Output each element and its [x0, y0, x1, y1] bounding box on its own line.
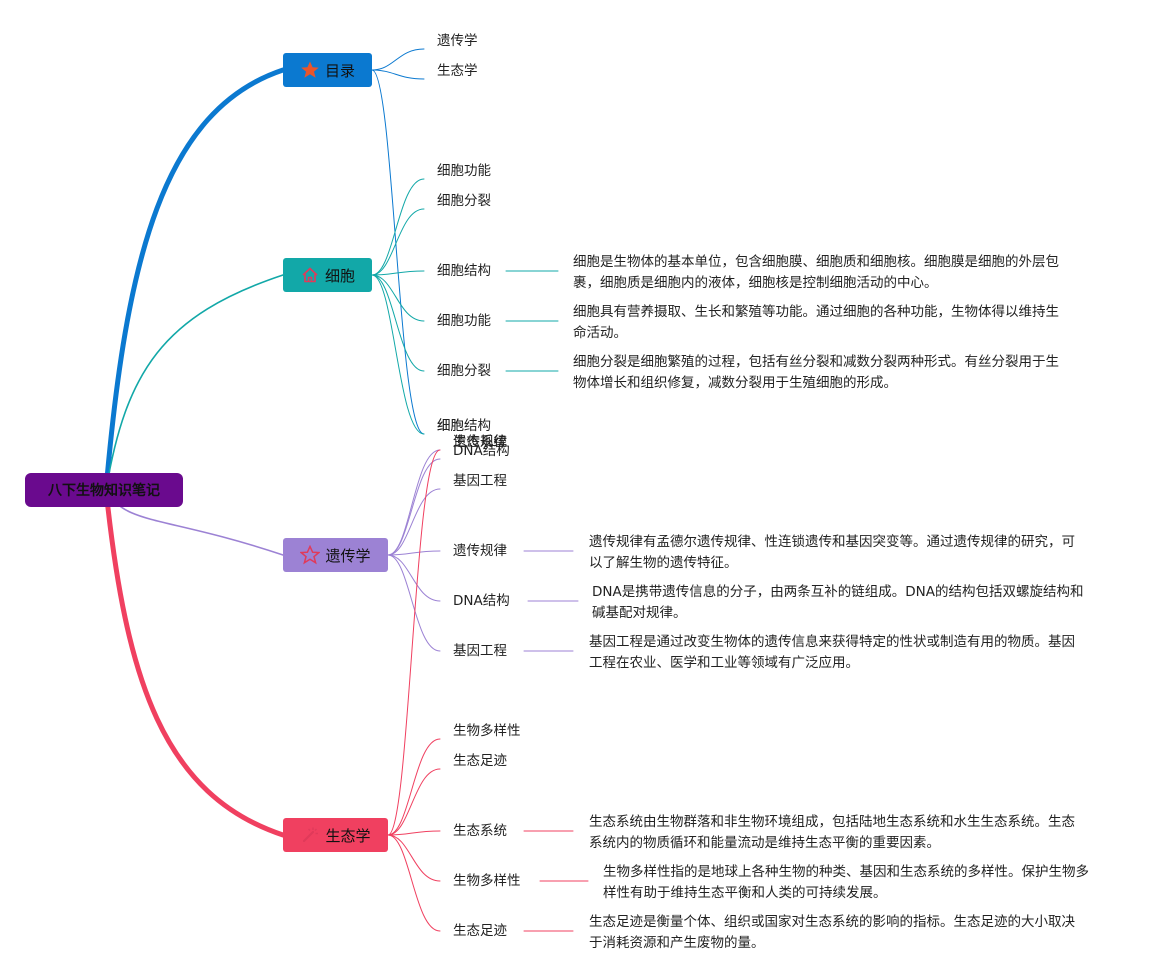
subtopic-item[interactable]: 生态足迹: [453, 753, 507, 769]
connector-line: [387, 488, 441, 556]
connector-line: [371, 274, 425, 435]
detail-topic[interactable]: 基因工程: [453, 643, 507, 659]
root-topic-label: 八下生物知识笔记: [48, 483, 160, 499]
detail-topic[interactable]: DNA结构: [453, 593, 510, 609]
root-topic[interactable]: 八下生物知识笔记: [25, 473, 183, 507]
subtopic-item[interactable]: 细胞: [437, 418, 464, 434]
detail-topic[interactable]: 细胞功能: [437, 313, 491, 329]
connector-line: [103, 67, 286, 493]
connector-line: [387, 550, 441, 556]
detail-topic[interactable]: 生态足迹: [453, 923, 507, 939]
branch-topic-3[interactable]: 遗传学: [283, 538, 388, 572]
branch-topic-4[interactable]: 生态学: [283, 818, 388, 852]
subtopic-item[interactable]: 生物多样性: [453, 723, 521, 739]
connector-line: [103, 487, 286, 838]
subtopic-item[interactable]: DNA结构: [453, 443, 510, 459]
subtopic-item[interactable]: 遗传学: [437, 33, 478, 49]
branch-topic-label: 细胞: [324, 266, 355, 285]
subtopic-item[interactable]: 生态系统: [453, 434, 507, 450]
connector-line: [387, 554, 441, 652]
connector-line: [387, 738, 441, 836]
connector-line: [387, 554, 441, 602]
connector-line: [371, 274, 425, 372]
subtopic-item[interactable]: 细胞结构: [437, 418, 491, 434]
detail-note[interactable]: 细胞是生物体的基本单位，包含细胞膜、细胞质和细胞核。细胞膜是细胞的外层包裹，细胞…: [573, 254, 1059, 291]
subtopic-item[interactable]: 生态学: [437, 63, 478, 79]
branch-topic-label: 遗传学: [325, 546, 371, 565]
connector-line: [371, 48, 425, 71]
connector-line: [387, 449, 441, 836]
detail-note[interactable]: 生态足迹是衡量个体、组织或国家对生态系统的影响的指标。生态足迹的大小取决于消耗资…: [589, 914, 1075, 951]
subtopic-item[interactable]: 遗传规律: [453, 434, 507, 450]
magic-wand-icon: [300, 825, 320, 845]
subtopic-item[interactable]: 细胞分裂: [437, 193, 491, 209]
connector-line: [387, 768, 441, 836]
star-icon: [300, 60, 320, 80]
detail-note[interactable]: 基因工程是通过改变生物体的遗传信息来获得特定的性状或制造有用的物质。基因工程在农…: [589, 634, 1075, 671]
detail-note[interactable]: 生态系统由生物群落和非生物环境组成，包括陆地生态系统和水生生态系统。生态系统内的…: [589, 814, 1075, 851]
detail-topic[interactable]: 遗传规律: [453, 543, 507, 559]
branch-topic-1[interactable]: 目录: [283, 53, 372, 87]
connector-line: [387, 834, 441, 882]
detail-note[interactable]: 细胞分裂是细胞繁殖的过程，包括有丝分裂和减数分裂两种形式。有丝分裂用于生物体增长…: [573, 354, 1059, 391]
detail-note[interactable]: 细胞具有营养摄取、生长和繁殖等功能。通过细胞的各种功能，生物体得以维持生命活动。: [573, 304, 1059, 341]
connector-line: [387, 458, 441, 556]
connector-line: [387, 830, 441, 836]
connector-line: [371, 178, 425, 276]
subtopic-item[interactable]: 基因工程: [453, 473, 507, 489]
connector-line: [371, 274, 425, 322]
detail-note[interactable]: 生物多样性指的是地球上各种生物的种类、基因和生态系统的多样性。保护生物多样性有助…: [603, 864, 1089, 901]
subtopic-item[interactable]: 细胞功能: [437, 163, 491, 179]
detail-note[interactable]: DNA是携带遗传信息的分子，由两条互补的链组成。DNA的结构包括双螺旋结构和碱基…: [592, 584, 1084, 621]
branch-topic-label: 目录: [324, 61, 355, 80]
connector-line: [371, 208, 425, 276]
detail-note[interactable]: 遗传规律有孟德尔遗传规律、性连锁遗传和基因突变等。通过遗传规律的研究，可以了解生…: [589, 534, 1075, 571]
connector-line: [371, 69, 425, 80]
connector-line: [387, 834, 441, 932]
connector-line: [371, 270, 425, 276]
detail-topic[interactable]: 生态系统: [453, 823, 507, 839]
detail-topic[interactable]: 生物多样性: [453, 873, 521, 889]
connector-line: [105, 274, 284, 491]
branch-topic-label: 生态学: [325, 826, 371, 845]
detail-topic[interactable]: 细胞结构: [437, 263, 491, 279]
branch-topic-2[interactable]: 细胞: [283, 258, 372, 292]
detail-topic[interactable]: 细胞分裂: [437, 363, 491, 379]
home-icon: [300, 265, 320, 285]
star-outline-icon: [300, 545, 321, 565]
connector-line: [371, 69, 425, 435]
